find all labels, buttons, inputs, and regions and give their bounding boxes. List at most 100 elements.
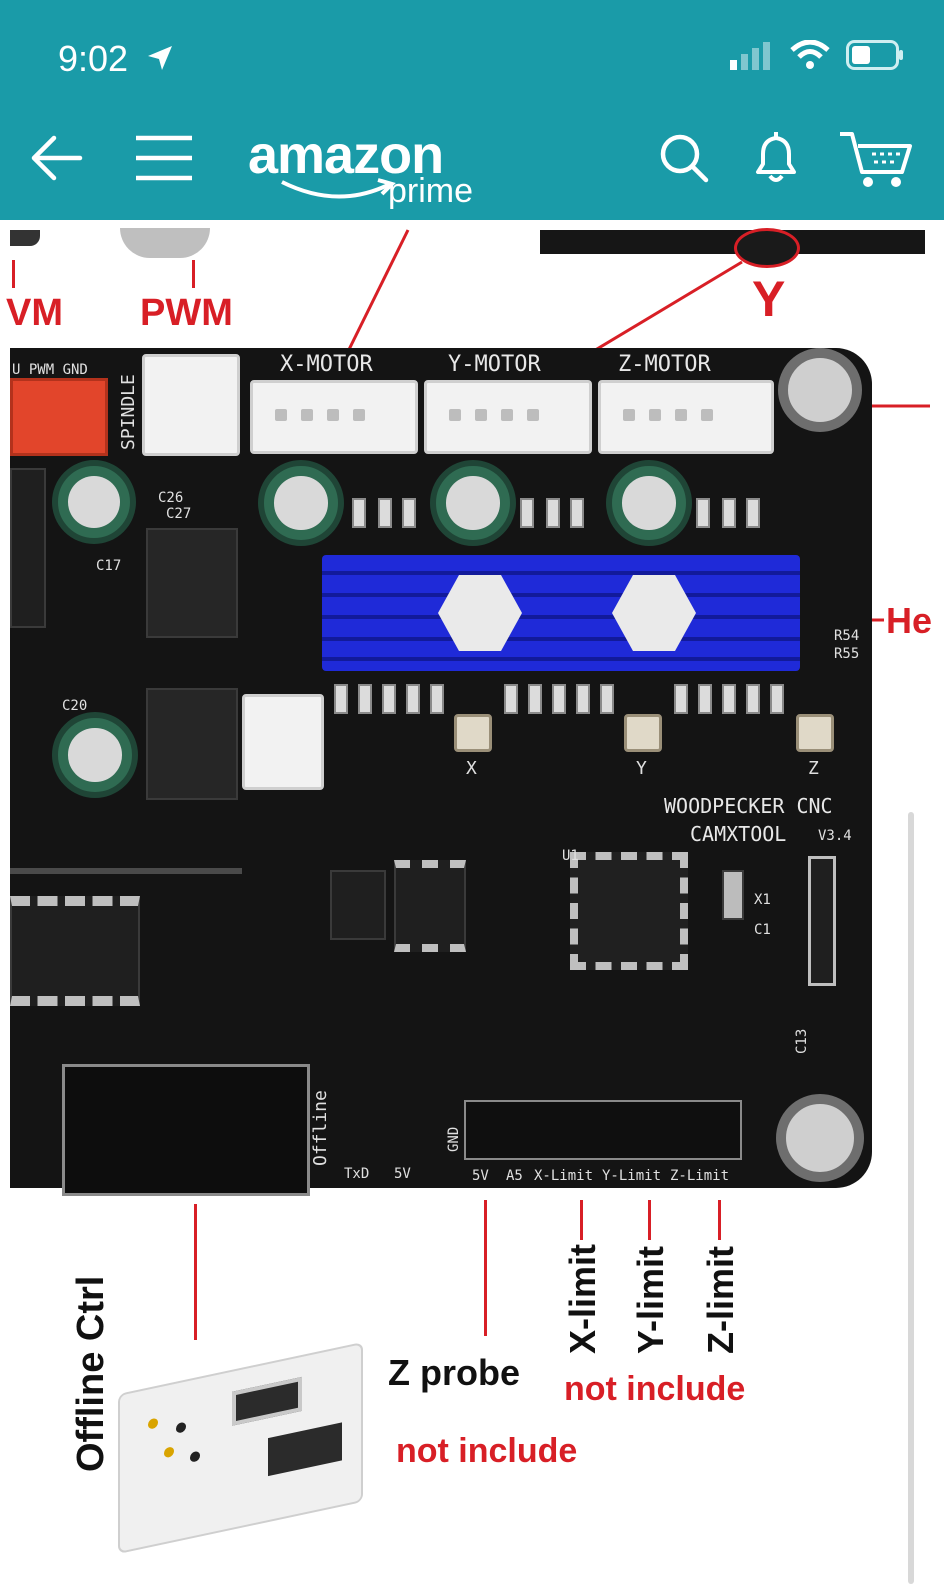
x-motor-connector — [250, 380, 418, 454]
x-motor-label: X-MOTOR — [280, 352, 373, 377]
heatsink-label: He — [886, 600, 933, 641]
status-icons — [730, 40, 904, 70]
back-arrow-icon[interactable] — [26, 128, 86, 188]
resistor — [552, 684, 566, 714]
wifi-icon — [790, 40, 830, 69]
offline-header — [62, 1064, 310, 1196]
brand-line-2: CAMXTOOL — [690, 822, 787, 846]
mosfet — [146, 528, 238, 638]
offline-ctrl-label: Offline Ctrl — [70, 1275, 112, 1472]
c13-label: C13 — [794, 1028, 810, 1054]
pwm-left-pointer — [12, 260, 15, 288]
c20-label: C20 — [62, 698, 88, 714]
ylimit-pointer — [648, 1200, 651, 1240]
device-port — [268, 1422, 342, 1477]
scrollbar[interactable] — [908, 812, 914, 1584]
not-include-probe-label: not include — [396, 1432, 578, 1470]
potentiometer-z — [796, 714, 834, 752]
pwm-left-label: VM — [6, 292, 63, 334]
heatsink-standoff — [612, 575, 696, 651]
device-button — [190, 1450, 200, 1463]
top-right-module — [540, 230, 925, 254]
txd-label: TxD — [344, 1166, 370, 1182]
offline-pointer — [194, 1204, 197, 1340]
resistor — [358, 684, 372, 714]
x1-label: X1 — [754, 892, 771, 908]
pwm-pointer — [192, 260, 195, 288]
pin-zlimit-label: Z-Limit — [670, 1168, 730, 1184]
resistor — [746, 684, 760, 714]
resistor — [570, 498, 584, 528]
potentiometer-y — [624, 714, 662, 752]
resistor — [352, 498, 366, 528]
search-icon[interactable] — [656, 128, 712, 188]
version-label: V3.4 — [818, 828, 852, 844]
battery-icon — [846, 40, 903, 70]
resistor — [698, 684, 712, 714]
z-probe-label: Z probe — [388, 1352, 520, 1393]
top-left-fragment — [10, 230, 40, 246]
capacitor — [258, 460, 344, 546]
left-ic — [10, 896, 140, 1006]
limit-pin-header — [464, 1100, 742, 1160]
nav-bar: amazon prime — [0, 110, 944, 210]
resistor — [382, 684, 396, 714]
spindle-pins-label: U PWM GND — [12, 362, 88, 378]
z-motor-label: Z-MOTOR — [618, 352, 711, 377]
y-axis-label: Y — [752, 271, 786, 327]
zlimit-pointer — [718, 1200, 721, 1240]
y-switch — [734, 228, 800, 268]
mounting-hole-bottom — [776, 1094, 864, 1182]
gnd-label: GND — [446, 1126, 462, 1152]
resistor — [528, 684, 542, 714]
mosfet — [146, 688, 238, 800]
pot-y-label: Y — [636, 758, 647, 779]
xlimit-pointer — [580, 1200, 583, 1240]
device-button — [148, 1417, 158, 1430]
logo-sub-text: prime — [388, 172, 474, 210]
u1-label: U1 — [562, 848, 579, 864]
capacitor — [52, 712, 138, 798]
hamburger-menu-icon[interactable] — [132, 128, 196, 188]
resistor — [520, 498, 534, 528]
resistor — [576, 684, 590, 714]
mounting-hole-top — [778, 348, 862, 432]
bell-icon[interactable] — [748, 128, 804, 188]
pin-ylimit-label: Y-Limit — [602, 1168, 662, 1184]
r54-label: R54 — [834, 628, 860, 644]
c17-label: C17 — [96, 558, 122, 574]
resistor — [770, 684, 784, 714]
spindle-connector — [10, 378, 108, 456]
pwm-connector — [142, 354, 240, 456]
capacitor — [52, 460, 136, 544]
pot-x-label: X — [466, 758, 477, 779]
resistor — [504, 684, 518, 714]
cart-icon[interactable] — [836, 128, 916, 192]
header-column — [808, 856, 836, 986]
offline-controller-device — [118, 1341, 363, 1555]
r55-label: R55 — [834, 646, 860, 662]
crystal — [722, 870, 744, 920]
y-motor-connector — [424, 380, 592, 454]
fivev-label: 5V — [394, 1166, 411, 1182]
resistor — [378, 498, 392, 528]
location-arrow-icon — [148, 46, 172, 70]
device-screen — [232, 1376, 302, 1426]
resistor — [722, 498, 736, 528]
resistor — [402, 498, 416, 528]
z-motor-connector — [598, 380, 774, 454]
pin-a5-label: A5 — [506, 1168, 523, 1184]
not-include-limits-label: not include — [564, 1370, 746, 1408]
status-time: 9:02 — [58, 38, 129, 79]
amazon-prime-logo[interactable]: amazon prime — [248, 124, 508, 214]
heatsink — [322, 555, 800, 671]
x-limit-label: X-limit — [562, 1243, 603, 1354]
pin-5v-label: 5V — [472, 1168, 489, 1184]
product-image[interactable]: VM PWM Y U PWM GND SPINDLE X-MOTOR Y-MOT… — [0, 220, 944, 1584]
resistor — [334, 684, 348, 714]
inductor — [10, 468, 46, 628]
brand-line-1: WOODPECKER CNC — [664, 794, 833, 818]
pin-xlimit-label: X-Limit — [534, 1168, 594, 1184]
resistor — [696, 498, 710, 528]
y-limit-label: Y-limit — [630, 1245, 671, 1354]
